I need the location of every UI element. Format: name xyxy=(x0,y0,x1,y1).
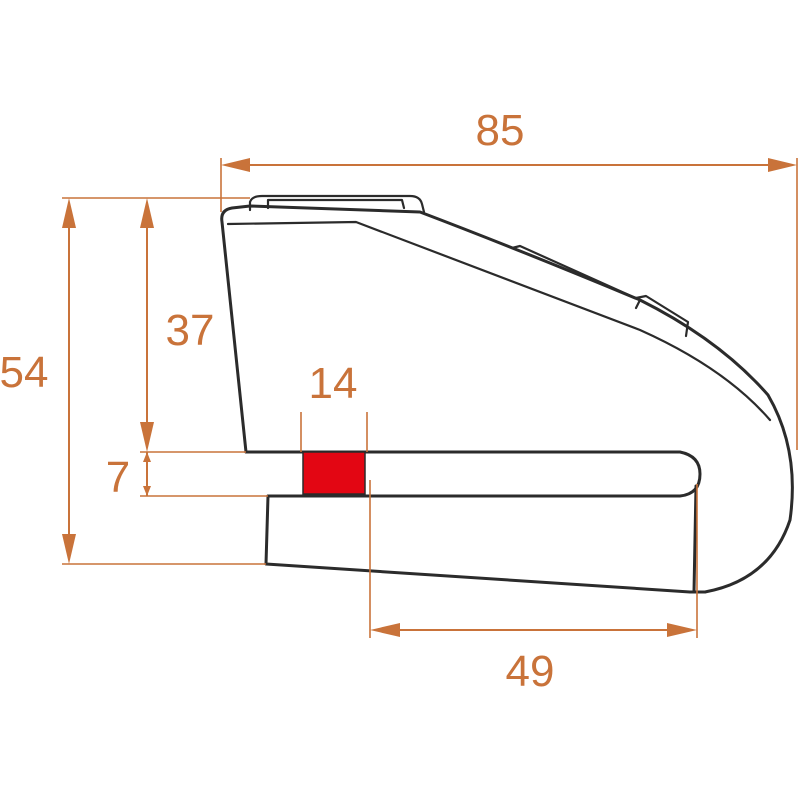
lock-lower-jaw xyxy=(264,494,707,594)
lock-side-groove-2 xyxy=(634,294,690,338)
disc-lock-outline xyxy=(220,194,794,594)
dimension-slot-depth: 49 xyxy=(369,480,698,696)
dimension-pin-width: 14 xyxy=(300,359,368,452)
body-height-label: 37 xyxy=(166,306,215,355)
slot-width-label: 7 xyxy=(106,453,130,502)
dimension-slot-width: 7 xyxy=(106,452,268,502)
lock-pin xyxy=(302,451,366,495)
dimension-overall-height: 54 xyxy=(0,197,266,565)
lock-slot xyxy=(244,450,702,498)
overall-length-label: 85 xyxy=(476,106,525,155)
pin-width-label: 14 xyxy=(309,359,358,408)
lock-side-groove xyxy=(510,244,642,310)
dimension-body-height: 37 xyxy=(140,198,246,453)
dimension-overall-length: 85 xyxy=(220,106,798,450)
lock-top-cap xyxy=(248,194,426,214)
lock-top-edge xyxy=(226,220,772,422)
lock-lower-jaw-right xyxy=(692,484,698,594)
overall-height-label: 54 xyxy=(0,348,48,397)
lock-top-cap-inner xyxy=(266,198,406,210)
slot-depth-label: 49 xyxy=(506,647,555,696)
lock-upper-body xyxy=(220,204,794,594)
